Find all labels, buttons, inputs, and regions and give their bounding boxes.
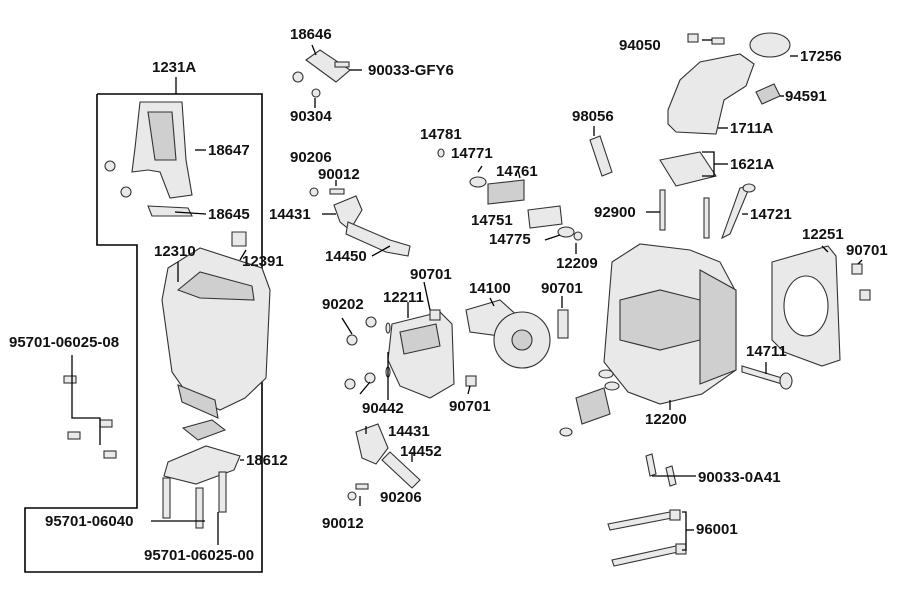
- part-label-14450: 14450: [325, 248, 367, 265]
- part-label-90206-lower: 90206: [380, 489, 422, 506]
- cover-assembly-frame: [24, 93, 263, 573]
- part-label-95701-06025-08: 95701-06025-08: [9, 334, 120, 351]
- head-gasket-part: [771, 245, 841, 367]
- part-label-18647: 18647: [208, 142, 250, 159]
- part-label-12310: 12310: [154, 243, 196, 260]
- intake-manifold-parts: [659, 32, 798, 187]
- lower-valve-springs: [559, 369, 620, 437]
- part-label-14721: 14721: [750, 206, 792, 223]
- valve-spring-set: [437, 148, 583, 254]
- part-label-90442: 90442: [362, 400, 404, 417]
- part-label-94591: 94591: [785, 88, 827, 105]
- part-label-90202: 90202: [322, 296, 364, 313]
- part-label-95701-06040: 95701-06040: [45, 513, 134, 530]
- part-label-17256: 17256: [800, 48, 842, 65]
- cylinder-head-part: [603, 243, 737, 410]
- part-label-18646: 18646: [290, 26, 332, 43]
- breather-joint-parts: [292, 44, 362, 108]
- part-label-92900: 92900: [594, 204, 636, 221]
- part-label-96001: 96001: [696, 521, 738, 538]
- part-label-18645: 18645: [208, 206, 250, 223]
- breather-plate-part: [163, 419, 241, 485]
- part-label-90012-upper: 90012: [318, 166, 360, 183]
- dowel-pins-right: [851, 259, 871, 301]
- rocker-arm-lower-parts: [347, 423, 421, 506]
- part-label-90701-lower: 90701: [449, 398, 491, 415]
- part-label-94050: 94050: [619, 37, 661, 54]
- part-label-18612: 18612: [246, 452, 288, 469]
- part-label-98056: 98056: [572, 108, 614, 125]
- exhaust-valve-part: [741, 362, 793, 390]
- cover-leaders: [71, 77, 247, 545]
- spark-plug-part: [589, 126, 613, 177]
- part-label-1231A: 1231A: [152, 59, 197, 76]
- rocker-holder-parts: [341, 281, 477, 400]
- breather-pipe-part: [104, 101, 193, 217]
- part-label-14781: 14781: [420, 126, 462, 143]
- part-label-14100: 14100: [469, 280, 511, 297]
- part-label-1711A: 1711A: [730, 120, 774, 137]
- cylinder-head-cover-part: [161, 231, 271, 419]
- part-label-14452: 14452: [400, 443, 442, 460]
- part-label-90012-lower: 90012: [322, 515, 364, 532]
- part-label-90304: 90304: [290, 108, 332, 125]
- part-label-14761: 14761: [496, 163, 538, 180]
- bolt-set-left: [63, 375, 227, 529]
- part-label-12211: 12211: [383, 289, 424, 306]
- part-label-12391: 12391: [242, 253, 284, 270]
- part-label-90206-upper: 90206: [290, 149, 332, 166]
- part-label-90033-GFY6: 90033-GFY6: [368, 62, 454, 79]
- part-label-14711: 14711: [746, 343, 787, 360]
- studs-and-valve: [646, 183, 756, 240]
- part-label-14431-lower: 14431: [388, 423, 430, 440]
- part-label-12200: 12200: [645, 411, 687, 428]
- part-label-14775: 14775: [489, 231, 531, 248]
- part-label-95701-06025-00: 95701-06025-00: [144, 547, 255, 564]
- part-label-1621A: 1621A: [730, 156, 775, 173]
- studs-0a41: [645, 453, 696, 487]
- part-label-14431-upper: 14431: [269, 206, 311, 223]
- part-label-90701-centre: 90701: [541, 280, 583, 297]
- part-label-90701-top: 90701: [410, 266, 452, 283]
- camshaft-part: [465, 297, 551, 369]
- part-label-12251: 12251: [802, 226, 844, 243]
- rocker-arm-upper-parts: [309, 180, 411, 257]
- part-label-90033-0A41: 90033-0A41: [698, 469, 781, 486]
- long-bolts: [607, 509, 694, 567]
- part-label-14751: 14751: [471, 212, 513, 229]
- part-label-14771: 14771: [451, 145, 493, 162]
- part-label-90701-right: 90701: [846, 242, 888, 259]
- part-label-12209: 12209: [556, 255, 598, 272]
- dowel-pins-centre: [557, 296, 569, 339]
